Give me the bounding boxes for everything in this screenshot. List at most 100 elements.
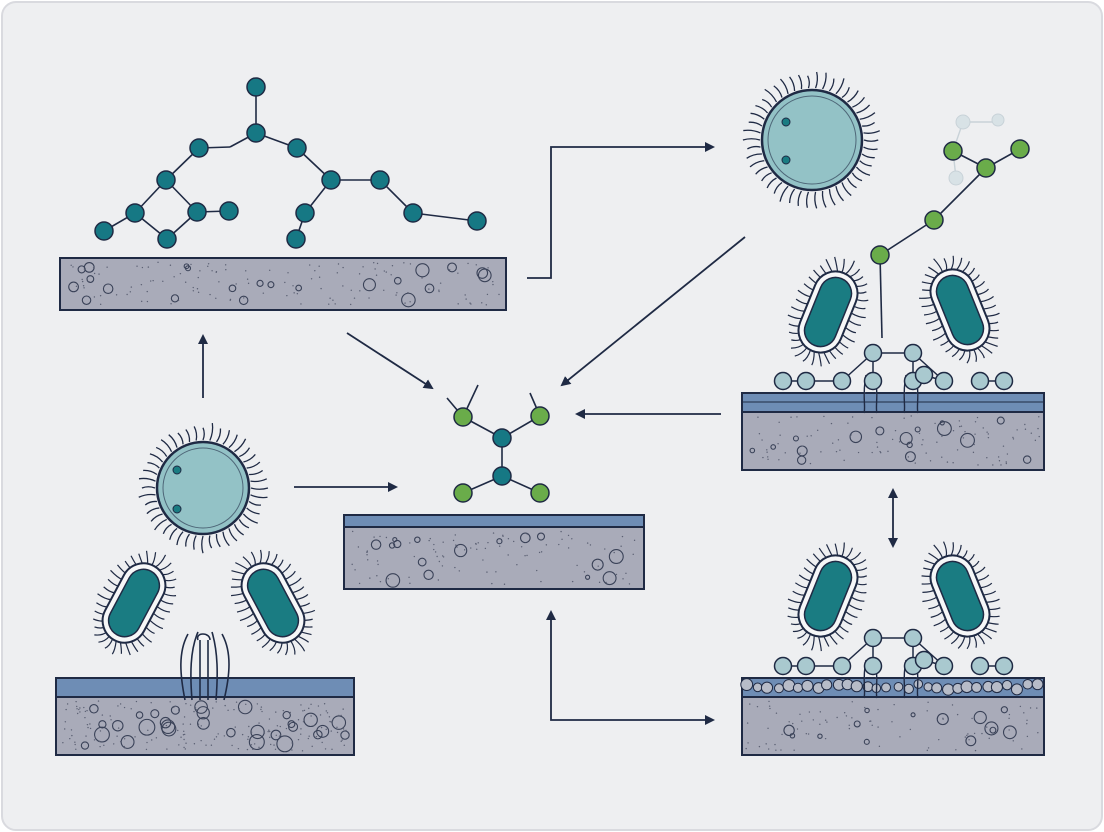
- cilium: [742, 138, 761, 141]
- grain: [169, 264, 172, 266]
- bacterium: [92, 550, 177, 656]
- grain: [765, 743, 767, 745]
- panel-polymer-network-on-substrate: [59, 77, 507, 311]
- bacterium: [787, 542, 868, 652]
- grain: [1026, 723, 1028, 725]
- grain: [84, 716, 86, 719]
- grain: [64, 721, 67, 723]
- cilium: [209, 422, 214, 441]
- grain: [1006, 453, 1009, 455]
- grain: [311, 745, 313, 748]
- grain: [238, 708, 240, 710]
- pore: [973, 710, 987, 725]
- grain: [225, 268, 227, 271]
- grain: [297, 738, 300, 741]
- pore: [1022, 455, 1032, 464]
- grain: [391, 265, 394, 267]
- grain: [200, 739, 202, 742]
- grain: [986, 431, 988, 433]
- bead: [801, 679, 814, 692]
- grain: [1024, 423, 1026, 426]
- grain: [368, 297, 370, 299]
- grain: [147, 266, 150, 268]
- adhesion-fibers: [180, 631, 230, 701]
- bead: [1001, 679, 1013, 691]
- cilium: [222, 531, 230, 547]
- cilium: [841, 182, 852, 197]
- chain-node: [863, 656, 883, 676]
- grain: [982, 427, 984, 429]
- grain: [317, 705, 320, 707]
- polymer-node: [246, 123, 266, 143]
- grain: [545, 544, 548, 546]
- grain: [409, 301, 411, 303]
- pore: [424, 283, 435, 294]
- chain-node: [832, 371, 852, 391]
- grain: [956, 713, 959, 716]
- grain: [848, 724, 850, 726]
- grain: [215, 736, 218, 738]
- grain: [318, 276, 321, 278]
- polymer-node: [370, 170, 390, 190]
- bead: [893, 682, 904, 692]
- cilium: [797, 190, 802, 206]
- pore: [447, 262, 457, 273]
- grain: [307, 737, 310, 740]
- pore: [496, 538, 503, 545]
- grain: [512, 540, 515, 543]
- grain: [477, 542, 479, 544]
- grain: [349, 303, 352, 306]
- chain-node: [773, 656, 793, 676]
- molecule-node: [492, 428, 512, 448]
- grain: [196, 708, 198, 711]
- pore: [159, 716, 172, 729]
- grain: [962, 437, 965, 439]
- bead: [821, 679, 833, 691]
- grain: [245, 703, 247, 706]
- grain: [146, 300, 149, 303]
- polymer-node: [219, 201, 239, 221]
- pore: [248, 734, 265, 751]
- grain: [249, 739, 251, 741]
- grain: [992, 464, 994, 466]
- chain-node: [943, 141, 963, 161]
- grain: [498, 293, 500, 296]
- flagellum: [294, 638, 306, 652]
- chain-node: [934, 656, 954, 676]
- cilium: [147, 461, 160, 469]
- grain: [320, 726, 323, 729]
- bead: [923, 682, 933, 692]
- grain: [247, 738, 249, 741]
- grain: [123, 738, 126, 740]
- pore: [170, 294, 180, 303]
- cilium: [773, 85, 783, 98]
- grain: [808, 711, 811, 713]
- pore: [282, 710, 291, 720]
- grain: [375, 274, 378, 276]
- grain: [358, 273, 361, 275]
- cilium: [761, 172, 772, 182]
- bead: [1022, 678, 1033, 690]
- panel-cell-with-green-chain: [742, 71, 1030, 339]
- grain: [141, 266, 144, 269]
- grain: [173, 276, 175, 278]
- green-chain: [870, 113, 1030, 339]
- grain: [898, 441, 901, 443]
- polymer-node: [125, 203, 145, 223]
- grain: [340, 714, 342, 717]
- cilium: [138, 477, 156, 482]
- grain: [1037, 427, 1039, 430]
- cilium: [835, 186, 844, 202]
- pore: [267, 281, 275, 289]
- flagellum: [290, 640, 296, 655]
- grain: [946, 461, 949, 463]
- grain: [146, 741, 148, 744]
- grain: [321, 741, 323, 744]
- bead: [760, 681, 774, 694]
- grain: [320, 287, 322, 290]
- grain: [567, 534, 570, 537]
- grain: [974, 433, 976, 435]
- grain: [891, 438, 894, 441]
- grain: [385, 271, 387, 273]
- grain: [421, 277, 423, 279]
